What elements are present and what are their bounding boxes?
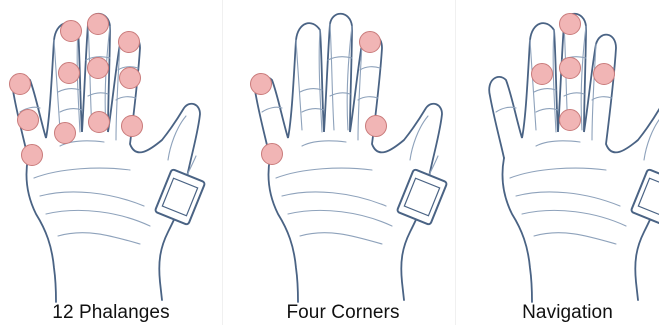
panel-caption: 12 Phalanges — [0, 302, 222, 324]
hand-crease — [510, 168, 606, 178]
hand-crease — [46, 210, 150, 226]
hand-crease — [516, 192, 620, 206]
panel-caption: Four Corners — [232, 302, 454, 324]
panel-caption: Navigation — [466, 302, 659, 324]
hand-contour — [502, 158, 532, 302]
target-dot-middle-2 — [560, 58, 581, 79]
target-dot-middle-2 — [88, 58, 109, 79]
hand-crease — [410, 116, 428, 160]
target-dot-pinky-3 — [22, 145, 43, 166]
hand-crease — [530, 40, 536, 130]
hand-crease — [496, 107, 516, 112]
target-dot-middle-1 — [88, 14, 109, 35]
hand-crease — [522, 210, 626, 226]
target-dot-pinky-2 — [18, 110, 39, 131]
hand-crease — [536, 141, 580, 146]
target-dot-index-3 — [262, 144, 283, 165]
hand-crease — [592, 97, 612, 100]
target-dot-middle-1 — [560, 14, 581, 35]
target-dot-pinky-1 — [360, 32, 381, 53]
hand-crease — [34, 168, 130, 178]
hand-contour — [268, 158, 298, 302]
hand-crease — [116, 97, 136, 100]
target-dot-ring-2 — [594, 64, 615, 85]
hand-crease — [296, 40, 302, 130]
watch-icon — [631, 169, 659, 225]
hand-crease — [300, 233, 382, 244]
hand-crease — [276, 168, 372, 178]
hand-outline — [10, 14, 206, 303]
target-dot-middle-3 — [89, 112, 110, 133]
hand-crease — [288, 210, 392, 226]
target-dot-ring-2 — [120, 68, 141, 89]
hand-sketch — [466, 0, 659, 325]
target-dot-index-2 — [59, 63, 80, 84]
target-dot-pinky-1 — [10, 74, 31, 95]
hand-crease — [302, 141, 346, 146]
target-dot-ring-3 — [122, 116, 143, 137]
hand-outline — [489, 14, 659, 303]
panel-four-corners: Four Corners — [232, 0, 454, 325]
hand-crease — [300, 89, 322, 92]
hand-crease — [58, 89, 80, 92]
target-dot-middle-3 — [560, 110, 581, 131]
watch-icon — [397, 169, 448, 225]
hand-crease — [358, 97, 378, 100]
target-dot-ring-1 — [119, 32, 140, 53]
hand-crease — [168, 116, 186, 160]
hand-crease — [534, 89, 556, 92]
hand-crease — [58, 233, 140, 244]
watch-icon — [155, 169, 206, 225]
hand-crease — [282, 192, 386, 206]
hand-contour — [26, 158, 56, 302]
target-dot-index-1 — [61, 21, 82, 42]
hand-sketch — [0, 0, 222, 325]
hand-crease — [330, 24, 334, 130]
hand-sketch — [232, 0, 454, 325]
panel-navigation: Navigation — [466, 0, 659, 325]
hand-outline — [251, 14, 448, 302]
hand-crease — [40, 192, 144, 206]
target-dot-index-1 — [251, 74, 272, 95]
hand-crease — [534, 233, 616, 244]
target-dot-index-2 — [532, 64, 553, 85]
panel-12-phalanges: 12 Phalanges — [0, 0, 222, 325]
target-dot-pinky-3 — [366, 116, 387, 137]
guide-line — [455, 0, 456, 325]
target-dot-index-3 — [55, 123, 76, 144]
guide-line — [222, 0, 223, 325]
hand-crease — [54, 40, 60, 130]
hand-crease — [360, 67, 380, 70]
hand-crease — [262, 107, 282, 112]
